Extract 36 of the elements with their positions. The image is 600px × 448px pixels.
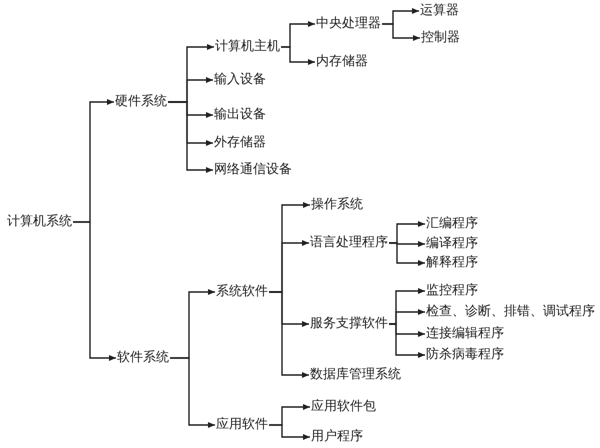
- node-label: 计算机系统: [6, 214, 73, 230]
- node-label: 操作系统: [310, 197, 364, 213]
- node-label: 汇编程序: [425, 216, 479, 232]
- connector-arrow: [281, 46, 315, 65]
- node-label: 硬件系统: [114, 94, 168, 110]
- node-label: 连接编辑程序: [425, 326, 505, 342]
- connector-arrow: [382, 23, 420, 41]
- connector-arrow: [168, 101, 213, 173]
- node-label: 应用软件包: [310, 399, 377, 415]
- node-label: 服务支撑软件: [309, 316, 389, 332]
- node-label: 语言处理程序: [309, 235, 389, 251]
- node-label: 解释程序: [425, 255, 479, 271]
- node-label: 输入设备: [213, 72, 267, 88]
- node-label: 运算器: [419, 3, 460, 19]
- connector-arrow: [269, 291, 309, 378]
- node-label: 输出设备: [213, 107, 267, 123]
- node-label: 监控程序: [425, 283, 479, 299]
- node-label: 检查、诊断、排错、调试程序: [425, 304, 596, 320]
- node-label: 用户程序: [310, 429, 364, 445]
- node-label: 编译程序: [425, 236, 479, 252]
- connector-arrow: [170, 357, 215, 428]
- node-label: 数据库管理系统: [309, 367, 402, 383]
- node-label: 中央处理器: [315, 16, 382, 32]
- node-label: 应用软件: [215, 417, 269, 433]
- connector-arrow: [73, 221, 116, 361]
- node-label: 网络通信设备: [213, 162, 293, 178]
- connector-arrow: [269, 424, 310, 440]
- node-label: 系统软件: [215, 284, 269, 300]
- node-label: 控制器: [420, 30, 461, 46]
- node-label: 内存储器: [315, 54, 369, 70]
- connector-arrow: [389, 242, 425, 266]
- node-label: 软件系统: [116, 350, 170, 366]
- node-label: 外存储器: [213, 135, 267, 151]
- node-label: 防杀病毒程序: [425, 347, 505, 363]
- node-label: 计算机主机: [214, 39, 281, 55]
- connector-arrow: [389, 323, 425, 358]
